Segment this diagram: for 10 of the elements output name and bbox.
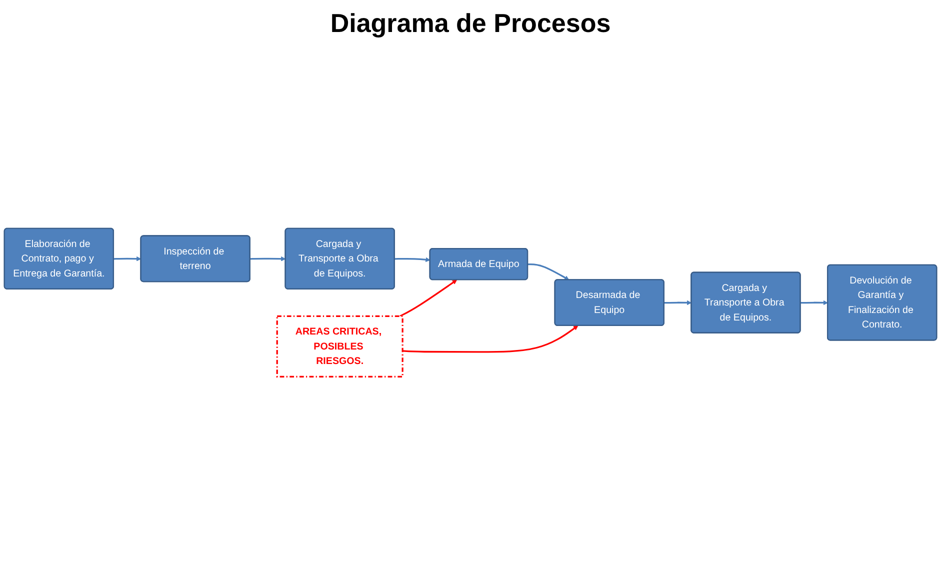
node-box: AREAS CRITICAS, POSIBLES RIESGOS. — [276, 316, 404, 378]
arrow — [402, 326, 578, 354]
arrow — [394, 258, 430, 262]
arrow — [528, 264, 570, 281]
arrow — [250, 256, 286, 262]
arrow — [400, 280, 458, 318]
arrow — [114, 256, 142, 262]
arrow — [664, 300, 692, 306]
diagram-title: Diagrama de Procesos — [329, 8, 612, 39]
arrow — [800, 300, 828, 306]
